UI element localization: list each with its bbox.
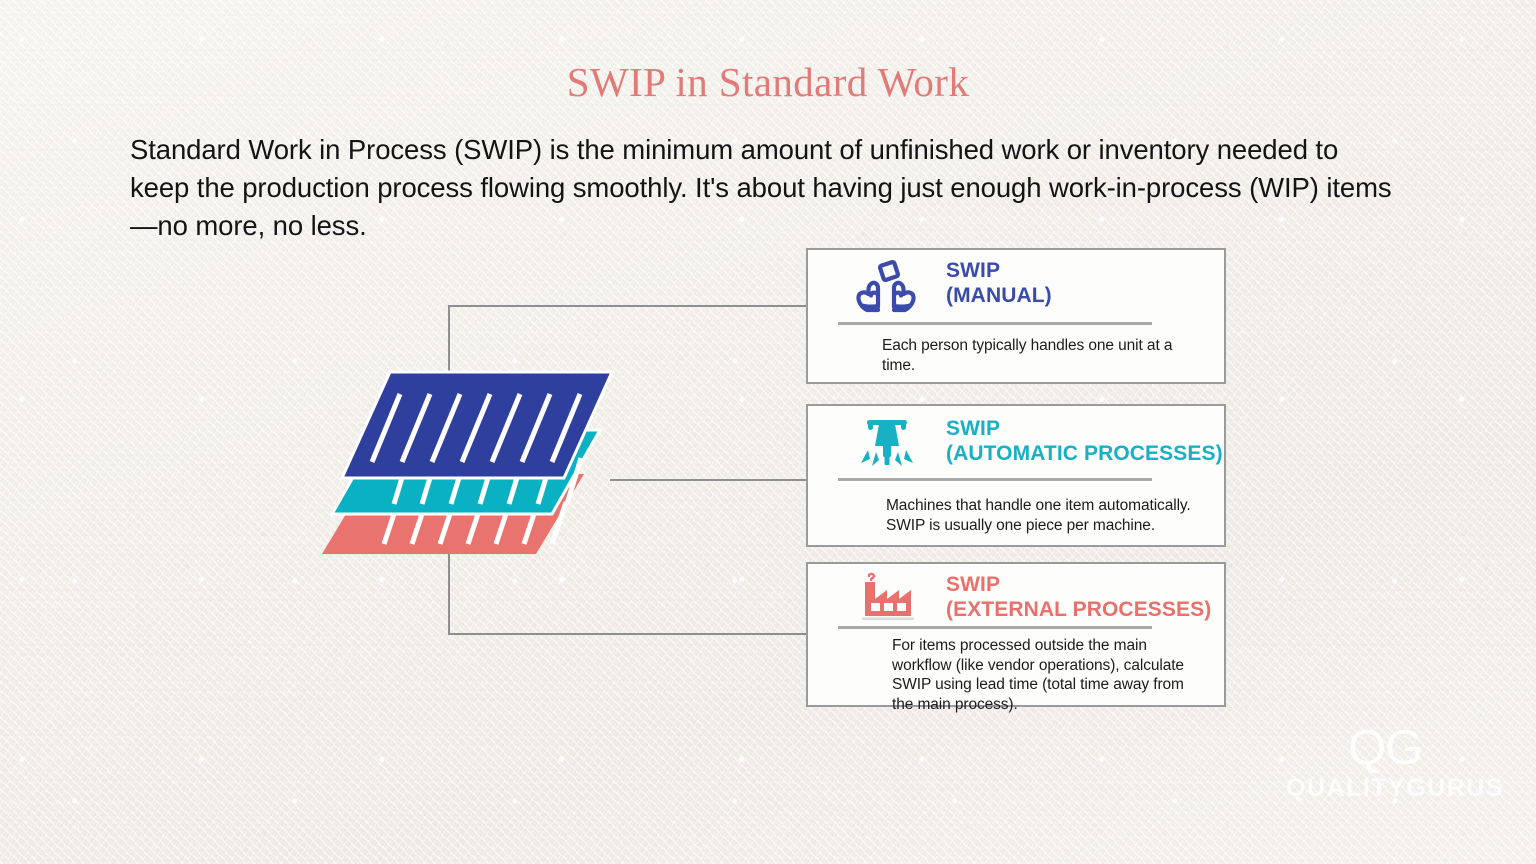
card-swip-manual[interactable]: SWIP (MANUAL) Each person typically hand… — [806, 248, 1226, 384]
connector-line-automatic — [610, 479, 806, 481]
card-title-line1: SWIP — [946, 417, 1001, 440]
stacked-layers-illustration — [312, 362, 624, 590]
card-header: SWIP (EXTERNAL PROCESSES) — [808, 564, 1224, 624]
connector-line-external — [448, 479, 808, 635]
card-header: SWIP (AUTOMATIC PROCESSES) — [808, 406, 1224, 472]
logo-mark: QG — [1348, 721, 1423, 775]
factory-icon — [850, 572, 924, 624]
intro-paragraph: Standard Work in Process (SWIP) is the m… — [130, 134, 1392, 241]
brand-watermark: QG QUALITYGURUS — [1286, 721, 1536, 802]
hands-holding-box-icon — [850, 258, 924, 314]
card-body-text: For items processed outside the main wor… — [892, 637, 1184, 713]
card-title-line1: SWIP — [946, 573, 1001, 596]
card-title-line2: (EXTERNAL PROCESSES) — [946, 598, 1212, 621]
card-title-line2: (AUTOMATIC PROCESSES) — [946, 442, 1223, 465]
jackhammer-icon — [850, 416, 924, 472]
card-divider — [838, 322, 1152, 325]
card-title-group: SWIP (MANUAL) — [946, 258, 1052, 308]
card-header: SWIP (MANUAL) — [808, 250, 1224, 314]
card-body-text: Each person typically handles one unit a… — [882, 337, 1173, 374]
card-title-line1: SWIP — [946, 259, 1001, 282]
card-divider — [838, 626, 1152, 629]
card-title-group: SWIP (EXTERNAL PROCESSES) — [946, 572, 1211, 622]
card-title-group: SWIP (AUTOMATIC PROCESSES) — [946, 416, 1223, 466]
page-title: SWIP in Standard Work — [566, 59, 970, 105]
card-divider — [838, 478, 1152, 481]
card-body-text: Machines that handle one item automatica… — [886, 497, 1191, 534]
card-title-line2: (MANUAL) — [946, 284, 1052, 307]
logo-wordmark: QUALITYGURUS — [1286, 774, 1504, 802]
card-swip-external[interactable]: SWIP (EXTERNAL PROCESSES) For items proc… — [806, 562, 1226, 713]
layer-blue-shape — [339, 370, 615, 480]
card-swip-automatic[interactable]: SWIP (AUTOMATIC PROCESSES) Machines that… — [806, 404, 1226, 547]
